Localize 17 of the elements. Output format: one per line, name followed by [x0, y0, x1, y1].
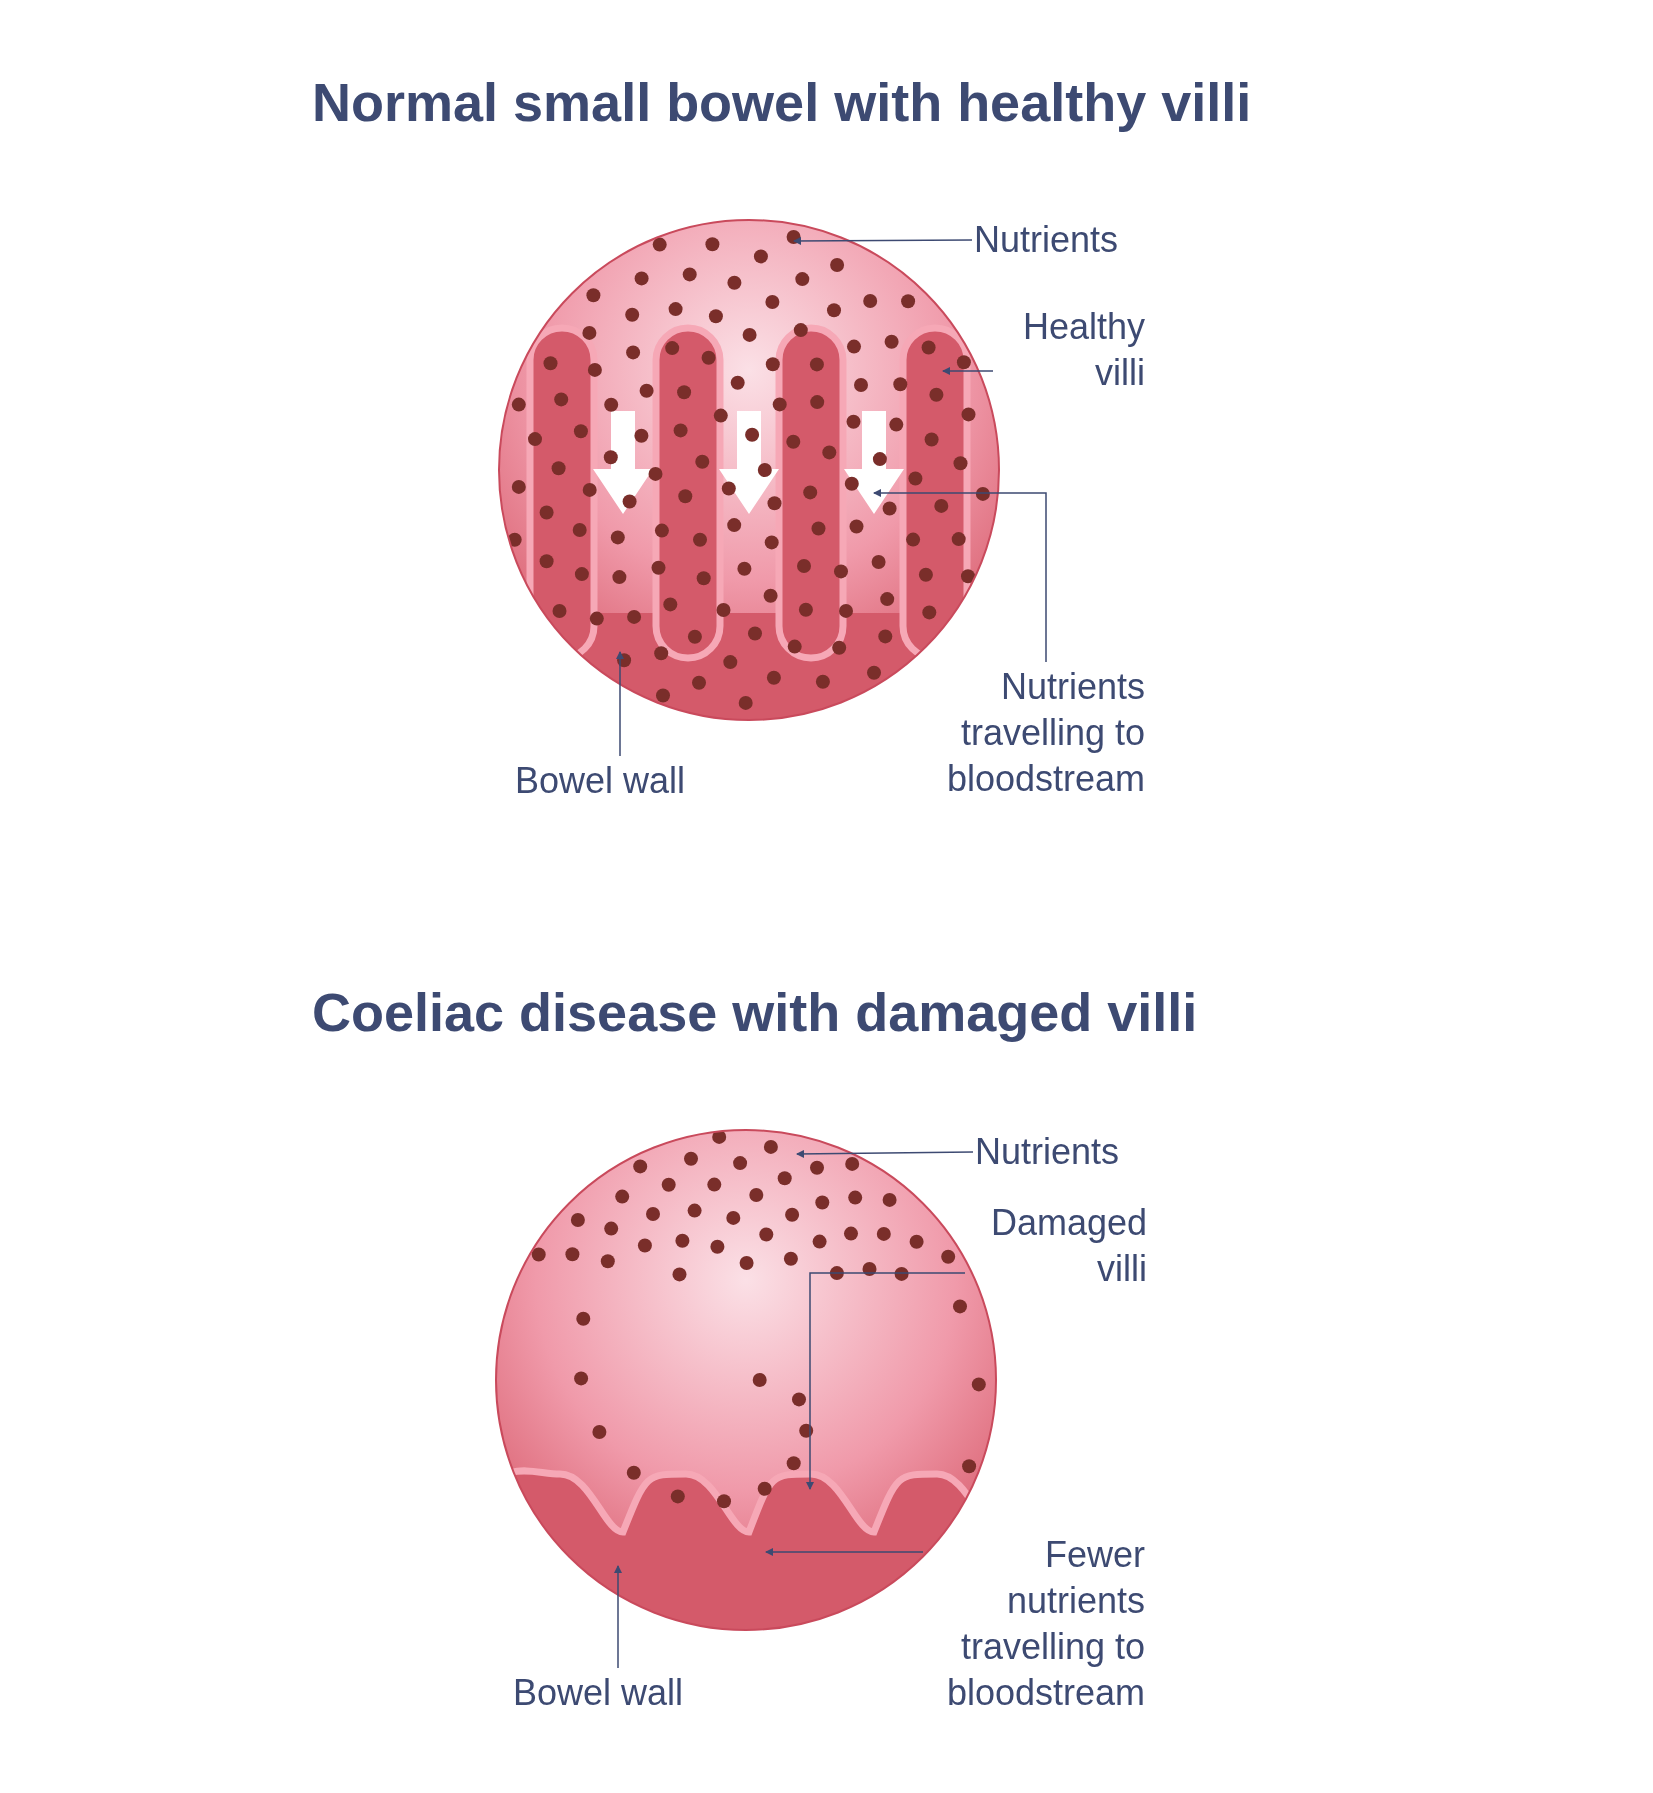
panel-heading: Normal small bowel with healthy villi [312, 71, 1252, 134]
callout-label: Bowel wall [498, 1670, 698, 1716]
callout-label: Damaged villi [967, 1200, 1147, 1292]
callout-label: Nutrients [974, 217, 1149, 263]
leader-line [873, 489, 1047, 663]
callout-label: Nutrients [975, 1129, 1150, 1175]
leader-line [796, 1149, 974, 1158]
callout-label: Healthy villi [995, 304, 1145, 396]
callout-label: Fewer nutrients travelling to bloodstream [925, 1532, 1145, 1716]
panel-heading: Coeliac disease with damaged villi [312, 981, 1198, 1044]
callout-label: Bowel wall [500, 758, 700, 804]
leader-line [806, 1272, 966, 1490]
leader-line [765, 1548, 924, 1556]
leader-line [793, 236, 973, 245]
leader-line [614, 1565, 622, 1669]
leader-line [616, 651, 624, 757]
callout-label: Nutrients travelling to bloodstream [905, 664, 1145, 802]
